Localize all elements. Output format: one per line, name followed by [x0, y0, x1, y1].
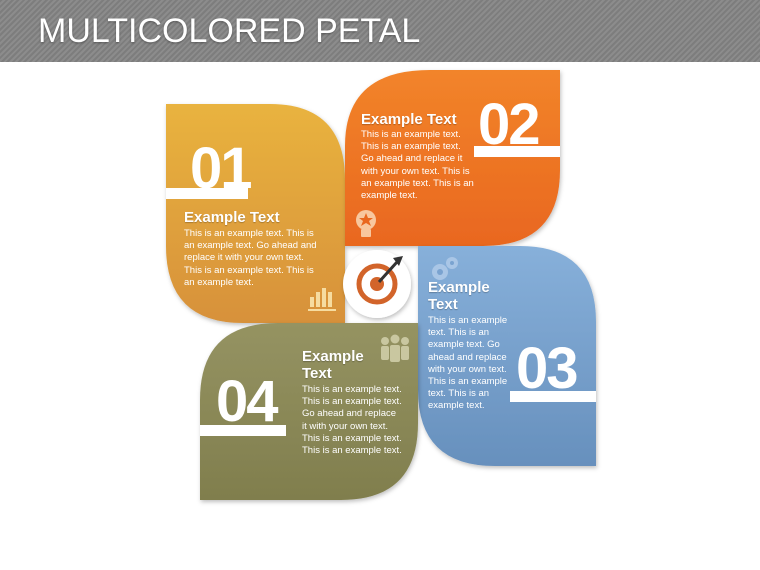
petal-04-heading: Example Text: [302, 348, 364, 382]
bar-chart-icon: [308, 288, 336, 311]
petal-01-heading: Example Text: [184, 209, 280, 226]
petal-04: [200, 323, 418, 500]
petal-03: [418, 246, 596, 466]
petal-02: [345, 70, 560, 246]
page-title: MULTICOLORED PETAL: [38, 12, 421, 50]
petal-03-number-bar: [510, 391, 596, 402]
gears-icon: [432, 257, 458, 280]
petal-04-number-bar: [200, 425, 286, 436]
petal-02-heading: Example Text: [361, 111, 457, 128]
petal-03-body: This is an example text. This is an exam…: [428, 315, 508, 412]
petal-04-number: 04: [216, 369, 278, 434]
petal-02-body: This is an example text. This is an exam…: [361, 129, 474, 202]
target-icon: [343, 250, 411, 318]
lightbulb-icon: [356, 210, 376, 237]
petal-04-body: This is an example text. This is an exam…: [302, 384, 402, 457]
petal-03-heading: Example Text: [428, 279, 490, 313]
people-icon: [381, 334, 409, 362]
petal-01-number: 01: [190, 136, 252, 201]
petal-02-number-bar: [474, 146, 560, 157]
petal-02-number: 02: [478, 92, 540, 157]
header-bar: MULTICOLORED PETAL: [0, 0, 760, 62]
petal-01-body: This is an example text. This is an exam…: [184, 228, 317, 288]
petal-01-number-bar: [166, 188, 248, 199]
petal-01: [166, 104, 345, 323]
petal-03-number: 03: [516, 336, 578, 401]
